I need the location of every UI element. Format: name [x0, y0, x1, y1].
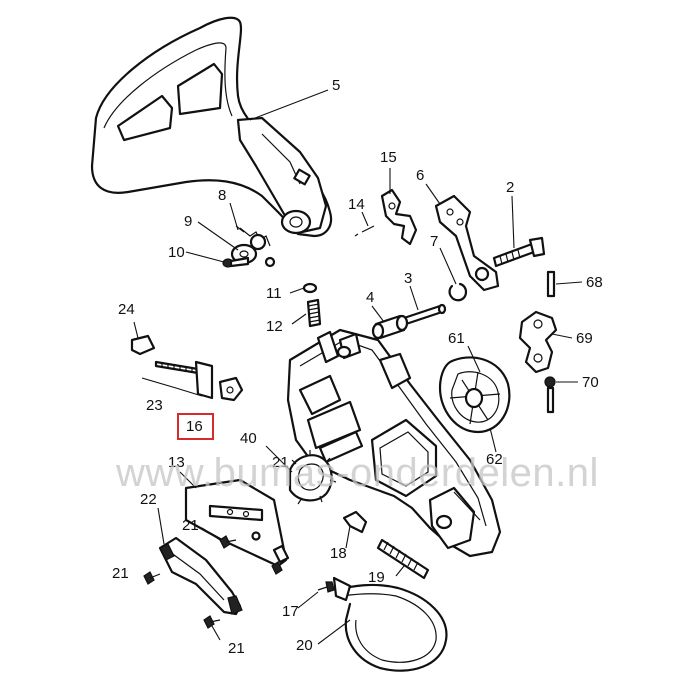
part-68-pin	[546, 270, 556, 298]
label-part-19: 19	[368, 569, 385, 586]
label-part-69: 69	[576, 330, 593, 347]
part-2-bolt	[492, 236, 546, 268]
watermark: www.bumas-onderdelen.nl	[115, 451, 599, 495]
part-7-circlip	[448, 282, 468, 302]
label-part-10: 10	[168, 244, 185, 261]
part-16-sliding-block	[218, 376, 244, 402]
part-21-screws	[143, 535, 283, 629]
label-part-12: 12	[266, 318, 283, 335]
part-10-bolt	[222, 256, 250, 268]
part-17-pin	[317, 581, 335, 593]
part-8-spring	[235, 225, 276, 268]
label-part-40: 40	[240, 430, 257, 447]
part-70-screw	[544, 376, 556, 414]
label-part-9: 9	[184, 213, 192, 230]
label-part-11: 11	[266, 285, 282, 302]
label-part-22: 22	[140, 491, 157, 508]
label-part-21-c: 21	[228, 640, 245, 657]
part-62-sprocket	[438, 356, 511, 434]
label-part-21-a: 21	[272, 454, 289, 471]
label-part-3: 3	[404, 270, 412, 287]
part-13-guide-plate	[184, 478, 290, 568]
part-69-adjuster	[518, 310, 558, 374]
label-part-17: 17	[282, 603, 299, 620]
part-20-brake-band	[332, 576, 448, 672]
label-part-5: 5	[332, 77, 340, 94]
label-part-8: 8	[218, 187, 226, 204]
label-part-21-b: 21	[182, 517, 199, 534]
part-6-brake-lever	[434, 194, 500, 292]
part-3-pin	[402, 303, 447, 326]
label-part-68: 68	[586, 274, 603, 291]
sprocket-cover-housing	[286, 328, 502, 558]
part-14-pin	[354, 225, 375, 237]
part-24-nut	[130, 334, 156, 356]
leader-lines	[133, 89, 583, 645]
label-part-4: 4	[366, 289, 374, 306]
label-part-14: 14	[348, 196, 365, 213]
label-part-2: 2	[506, 179, 514, 196]
label-part-62: 62	[486, 451, 503, 468]
part-4-sleeve	[371, 314, 409, 340]
part-15-lever	[380, 188, 418, 246]
part-22-chain-catcher	[158, 536, 243, 616]
label-part-15: 15	[380, 149, 397, 166]
part-18-clip	[342, 510, 368, 534]
part-12-spring	[306, 298, 322, 328]
label-part-18: 18	[330, 545, 347, 562]
part-5-hand-guard	[90, 16, 333, 238]
part-11-ring	[302, 282, 318, 294]
label-part-16: 16	[186, 418, 203, 435]
highlight-box	[177, 413, 214, 440]
label-part-24: 24	[118, 301, 135, 318]
label-part-23: 23	[146, 397, 163, 414]
label-part-6: 6	[416, 167, 424, 184]
label-part-21-d: 21	[112, 565, 129, 582]
part-40-sprocket	[288, 450, 337, 505]
part-number-labels: 5 8 9 10 11 12 14 15 6 2 7 3 4 61 62 68 …	[112, 77, 603, 657]
label-part-61: 61	[448, 330, 465, 347]
part-19-spring	[376, 538, 430, 580]
label-part-13: 13	[168, 454, 185, 471]
label-part-20: 20	[296, 637, 313, 654]
label-part-70: 70	[582, 374, 599, 391]
label-part-7: 7	[430, 233, 438, 250]
part-23-adjuster-screw	[141, 360, 214, 400]
